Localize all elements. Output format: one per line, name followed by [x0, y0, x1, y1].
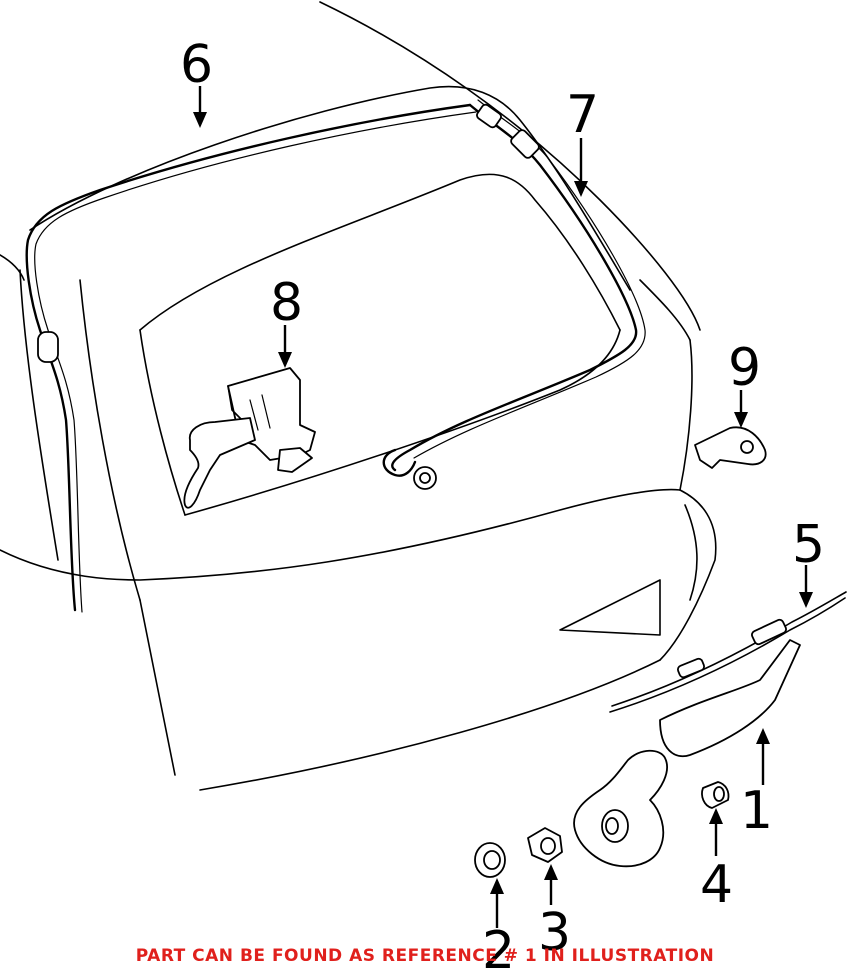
reference-caption: PART CAN BE FOUND AS REFERENCE # 1 IN IL… [135, 946, 715, 966]
wiper-arm [573, 639, 801, 868]
svg-text:6: 6 [180, 35, 213, 95]
cap-part-2 [474, 842, 506, 878]
svg-text:4: 4 [700, 855, 733, 915]
svg-text:5: 5 [792, 515, 825, 575]
callout-6: 6 [180, 35, 213, 128]
callout-7: 7 [566, 85, 599, 197]
svg-text:3: 3 [538, 903, 571, 963]
svg-text:1: 1 [740, 781, 773, 841]
nut-part-3 [527, 827, 563, 863]
svg-text:9: 9 [728, 338, 761, 398]
hose-grommet [37, 331, 59, 363]
callout-2: 2 [482, 878, 515, 976]
liftgate-body [0, 1, 717, 791]
callout-4: 4 [700, 808, 733, 915]
callout-9: 9 [728, 338, 761, 428]
hose-connector-upper [476, 103, 502, 129]
callout-1: 1 [740, 728, 773, 841]
wiper-motor [183, 367, 316, 509]
svg-text:2: 2 [482, 921, 515, 976]
svg-text:7: 7 [566, 85, 599, 145]
callout-8: 8 [270, 273, 303, 368]
svg-text:8: 8 [270, 273, 303, 333]
callout-3: 3 [538, 864, 571, 963]
wiper-bracket [694, 426, 767, 469]
hose-connector-lower [510, 129, 540, 159]
bushing-part-4 [701, 781, 730, 809]
wiper-blade [609, 591, 847, 713]
washer-hose [25, 99, 646, 613]
callout-5: 5 [792, 515, 825, 608]
